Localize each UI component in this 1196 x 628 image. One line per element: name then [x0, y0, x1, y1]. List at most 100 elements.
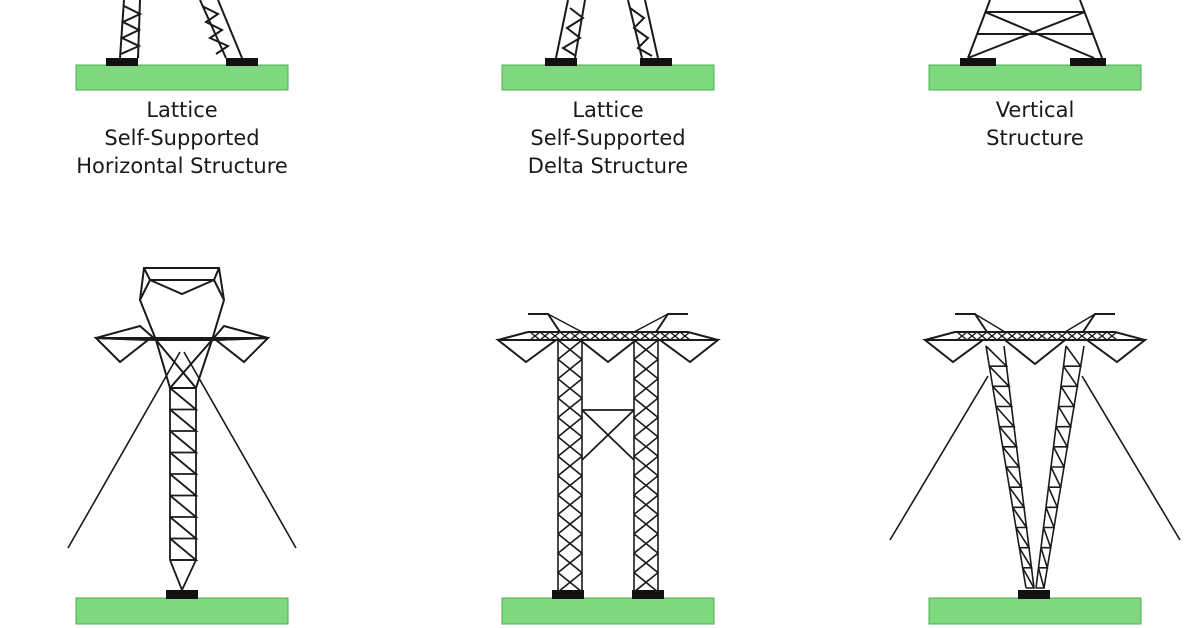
mast-head [93, 267, 271, 389]
lattice-member [633, 339, 659, 361]
ground-strip [75, 597, 289, 625]
lattice-member [679, 331, 691, 341]
lattice-member [1036, 331, 1048, 341]
footing [1018, 590, 1050, 599]
lattice-member [633, 378, 659, 399]
tower-legs [555, 0, 659, 59]
lattice-member [557, 455, 583, 477]
guy-wires [67, 351, 297, 549]
lattice-member [1043, 507, 1056, 529]
lattice-member [1076, 331, 1088, 341]
lattice-member [1021, 567, 1036, 589]
lattice-member [976, 331, 988, 341]
lattice-member [169, 494, 199, 518]
footing [226, 58, 258, 66]
lattice-member [557, 533, 583, 554]
lattice-member [557, 339, 583, 361]
mast-shaft [169, 387, 199, 593]
lattice-member [1053, 426, 1069, 448]
lattice-member [1046, 486, 1059, 509]
lattice-member [992, 385, 1014, 408]
lattice-member [599, 331, 611, 341]
tower-legs [967, 0, 1103, 59]
lattice-member [633, 552, 659, 574]
lattice-member [633, 358, 659, 380]
lattice-member [985, 345, 1009, 367]
caption-line: Horizontal Structure [76, 154, 288, 178]
lattice-member [1086, 331, 1098, 341]
tower-horizontal [75, 0, 289, 91]
lattice-member [559, 331, 571, 341]
tower-vertical [928, 0, 1142, 91]
lattice-member [169, 387, 199, 411]
lattice-member [956, 331, 968, 341]
lattice-member [633, 533, 659, 554]
lattice-member [633, 436, 659, 457]
lattice-member [974, 313, 1096, 333]
lattice-member [669, 331, 681, 341]
lattice-member [1061, 365, 1079, 388]
portal-brace [581, 409, 635, 461]
ground-strip [75, 64, 289, 91]
footing [166, 590, 198, 599]
lattice-member [529, 331, 541, 341]
lattice-member [966, 331, 978, 341]
lattice-member [988, 365, 1011, 388]
crossarm-lattice [956, 313, 1118, 341]
lattice-member [557, 416, 583, 438]
lattice-member [169, 516, 199, 540]
caption-line: Lattice [572, 98, 644, 122]
lattice-member [1036, 567, 1046, 589]
lattice-member [589, 331, 601, 341]
footing [545, 58, 577, 66]
lattice-member [659, 331, 671, 341]
footing [632, 590, 664, 599]
lattice-member [1048, 466, 1062, 488]
lattice-member [569, 331, 581, 341]
lattice-member [169, 408, 199, 432]
lattice-member [633, 455, 659, 477]
caption-line: Vertical [995, 98, 1075, 122]
caption-horizontal: Lattice Self-Supported Horizontal Struct… [32, 96, 332, 180]
lattice-member [609, 331, 621, 341]
lattice-member [1016, 331, 1028, 341]
lattice-member [633, 571, 659, 593]
caption-line: Self-Supported [530, 126, 686, 150]
lattice-member [639, 331, 651, 341]
lattice-member [539, 331, 551, 341]
lattice-member [633, 475, 659, 496]
lattice-member [633, 494, 659, 516]
lattice-member [1051, 446, 1066, 468]
footing [1070, 58, 1106, 66]
lattice-member [1006, 331, 1018, 341]
guy-wires [889, 375, 1181, 541]
lattice-member [995, 405, 1016, 428]
lattice-member [633, 513, 659, 535]
lattice-member [169, 473, 199, 497]
lattice-member [169, 451, 199, 475]
ground-strip [501, 597, 715, 625]
lattice-member [633, 340, 659, 592]
lattice-member [557, 475, 583, 496]
ground-strip [928, 597, 1142, 625]
lattice-member [547, 313, 669, 333]
lattice-member [1018, 547, 1033, 569]
lattice-member [1005, 466, 1024, 488]
lattice-member [1063, 345, 1083, 367]
lattice-member [1026, 331, 1038, 341]
lattice-member [1015, 527, 1031, 549]
lattice-member [633, 416, 659, 438]
lattice-member [557, 513, 583, 535]
lattice-member [619, 331, 631, 341]
caption-line: Self-Supported [104, 126, 260, 150]
lattice-member [998, 426, 1019, 448]
ground-strip [928, 64, 1142, 91]
lattice-member [1002, 446, 1021, 468]
lattice-member [169, 559, 197, 593]
lattice-member [169, 537, 199, 561]
lattice-member [549, 331, 561, 341]
lattice-member [1038, 547, 1049, 569]
lattice-member [1056, 406, 1073, 428]
footing [640, 58, 672, 66]
